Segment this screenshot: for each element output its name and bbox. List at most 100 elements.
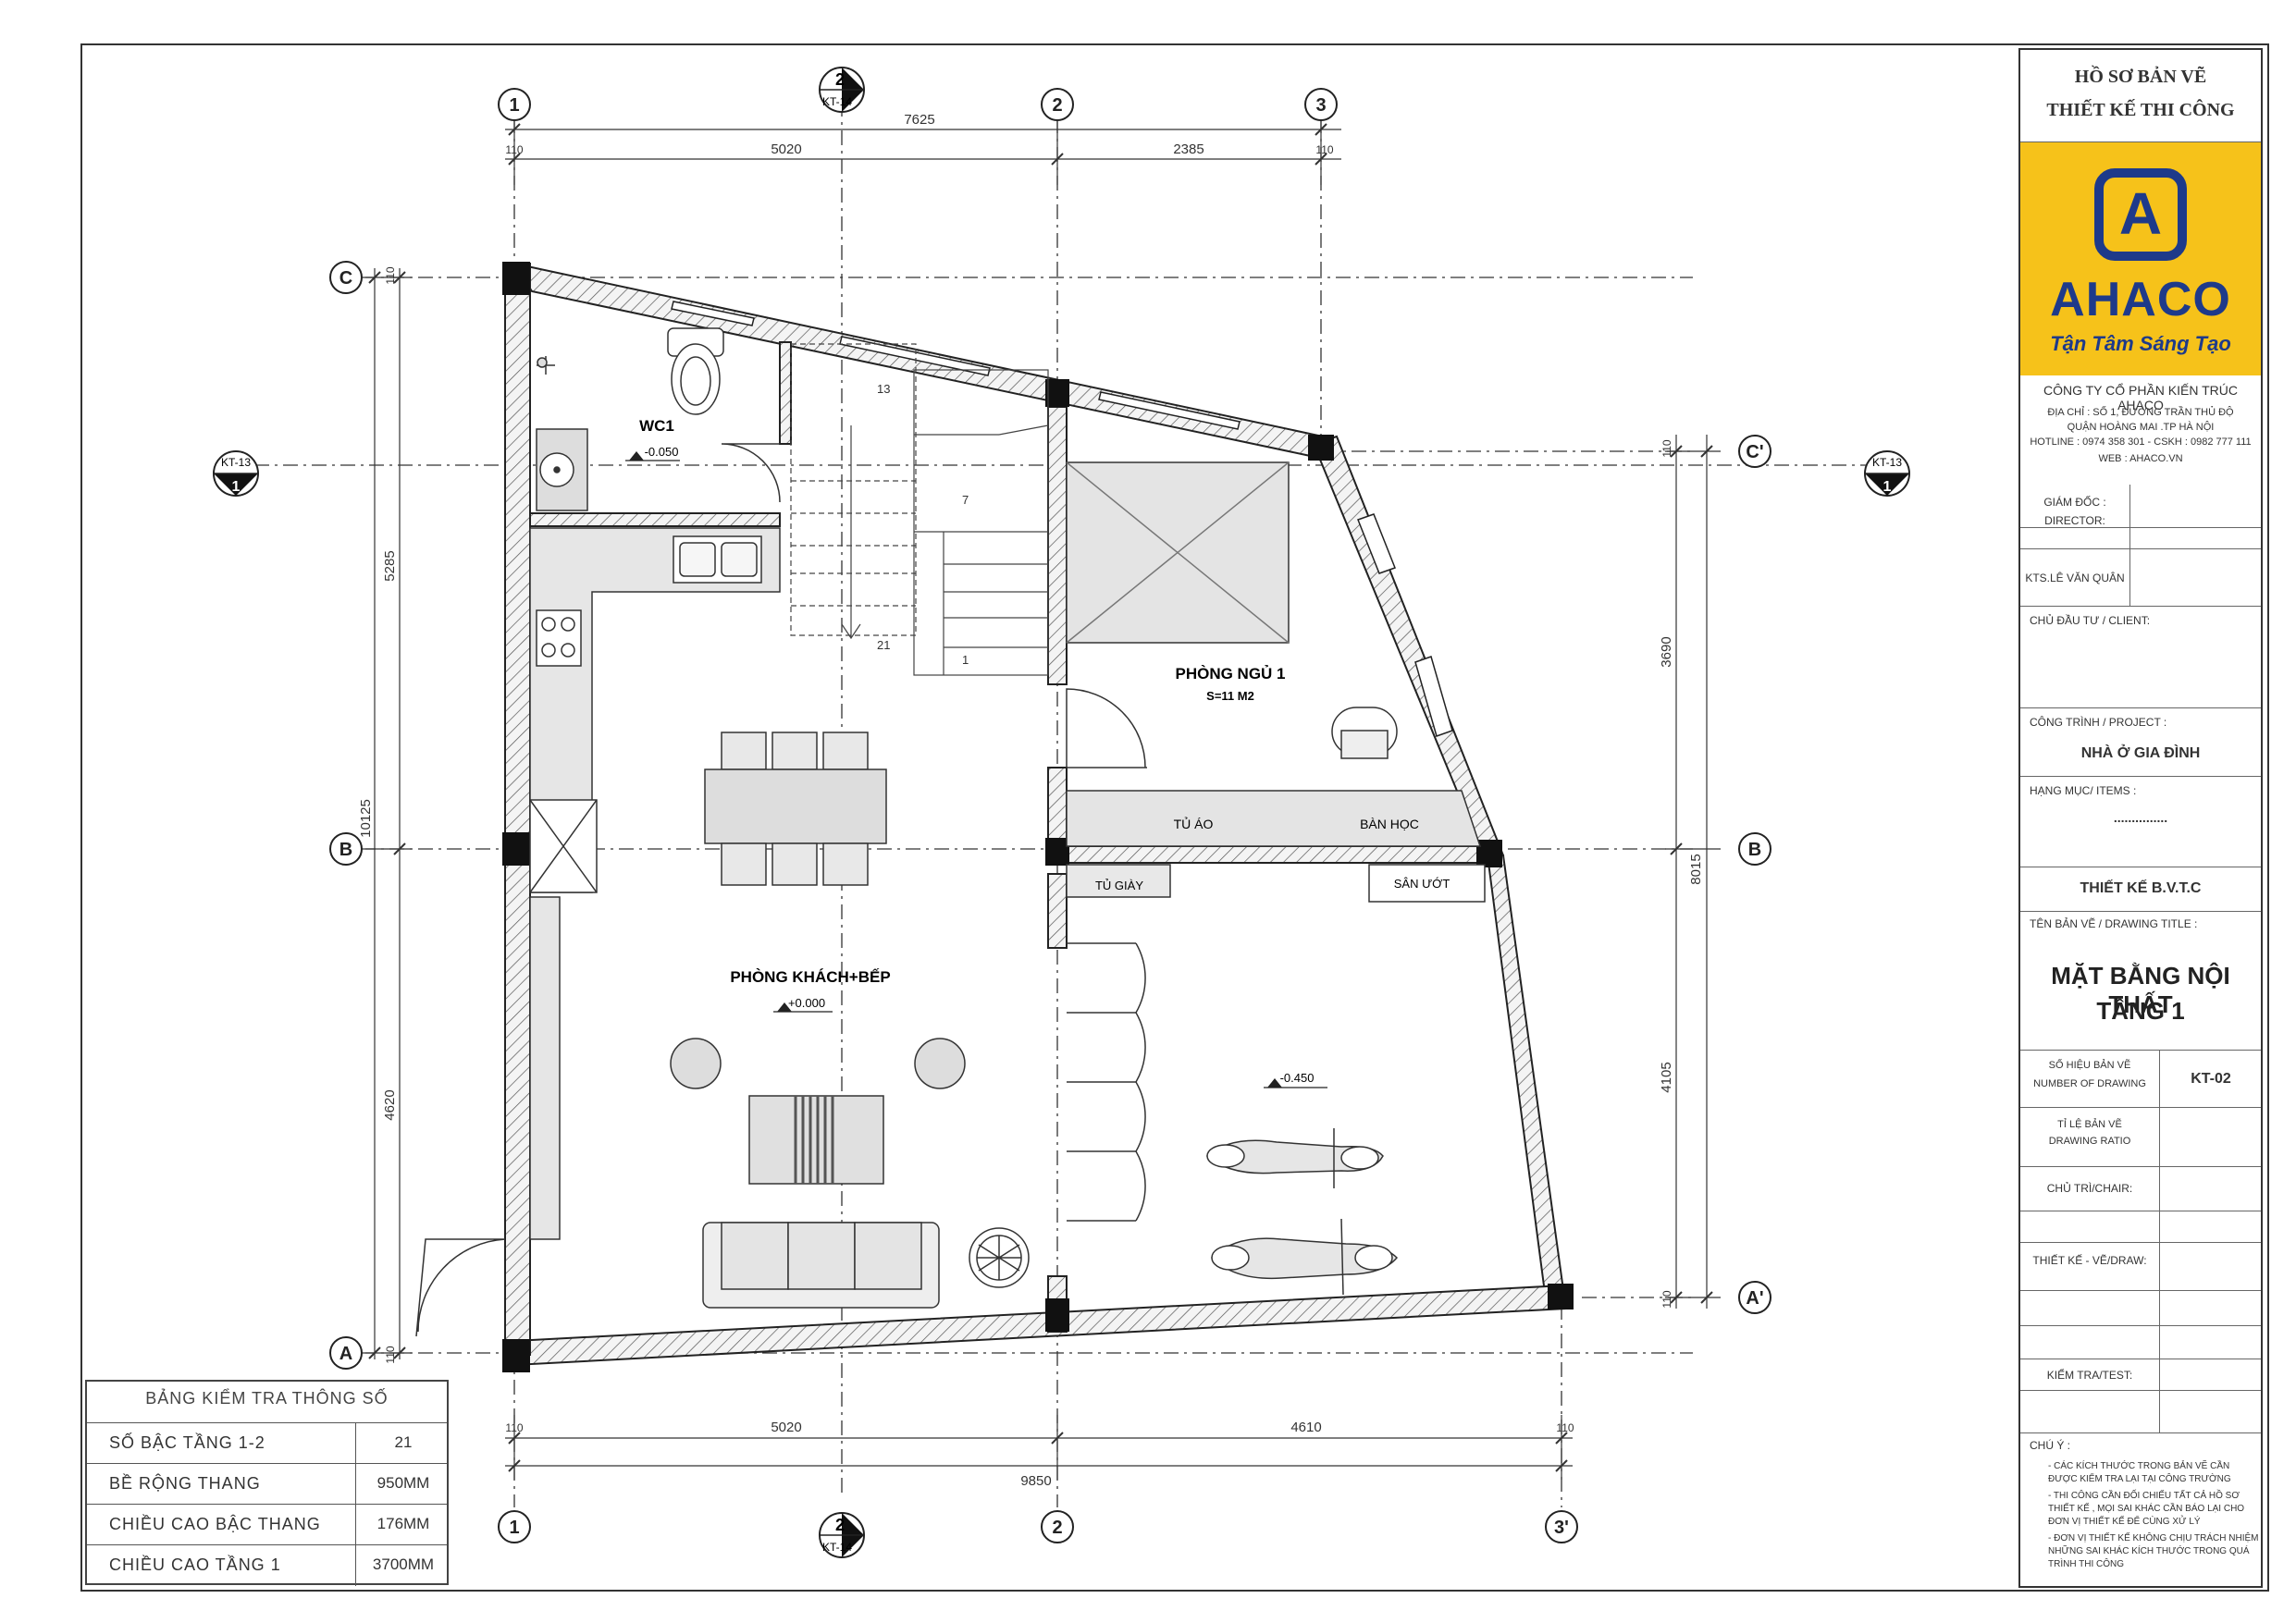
param-value: 950MM <box>376 1474 430 1492</box>
dim-top-overall: 7625 <box>904 112 934 128</box>
dim-top-edge2: 110 <box>1315 143 1333 156</box>
director-name-row: KTS.LÊ VĂN QUÂN <box>2020 549 2261 607</box>
grid-label-bottom-2: 2 <box>1052 1518 1062 1538</box>
ratio-label-1: TỈ LỆ BẢN VẼ <box>2057 1119 2122 1130</box>
title-block: HỒ SƠ BẢN VẼ THIẾT KẾ THI CÔNG A AHACO T… <box>2018 48 2263 1588</box>
company-address-2: QUẬN HOÀNG MAI .TP HÀ NỘI <box>2067 422 2215 433</box>
header-line-2: THIẾT KẾ THI CÔNG <box>2046 100 2235 120</box>
dim-top-right: 2385 <box>1173 141 1204 157</box>
chair-label: CHỦ TRÌ/CHAIR: <box>2046 1182 2133 1195</box>
motorbike-1 <box>1205 1128 1384 1188</box>
notes-label: CHÚ Ý : <box>2030 1439 2071 1452</box>
wc-door <box>721 443 781 503</box>
number-label-2: NUMBER OF DRAWING <box>2033 1078 2146 1089</box>
title-block-header: HỒ SƠ BẢN VẼ THIẾT KẾ THI CÔNG <box>2020 50 2261 142</box>
svg-text:KT-14: KT-14 <box>822 95 852 108</box>
client-label: CHỦ ĐẦU TƯ / CLIENT: <box>2030 614 2151 627</box>
section-marker-left: KT-13 1 <box>213 450 259 497</box>
dimension-ticks <box>368 123 1713 1472</box>
svg-text:KT-13: KT-13 <box>1872 456 1902 469</box>
dim-right-edge2: 110 <box>1660 1290 1673 1308</box>
ratio-label-2: DRAWING RATIO <box>2048 1136 2131 1147</box>
grid-label-left-a: A <box>339 1344 352 1364</box>
param-label: CHIỀU CAO BẬC THANG <box>109 1515 321 1533</box>
stairs <box>790 343 1049 676</box>
drawing-title-label: TÊN BẢN VẼ / DRAWING TITLE : <box>2030 917 2198 930</box>
grid-label-right-a: A' <box>1746 1288 1763 1309</box>
grid-bubbles <box>329 88 1771 1543</box>
dim-top-edge1: 110 <box>505 143 523 156</box>
motorbike-2 <box>1210 1218 1399 1296</box>
note-line: - CÁC KÍCH THƯỚC TRONG BẢN VẼ CẦN <box>2048 1461 2230 1471</box>
project-name: NHÀ Ở GIA ĐÌNH <box>2080 745 2201 761</box>
param-label: SỐ BẬC TẦNG 1-2 <box>109 1433 265 1452</box>
drawing-number: KT-02 <box>2191 1071 2231 1087</box>
dim-left-edge1: 110 <box>384 266 397 284</box>
dim-right-top: 3690 <box>1659 636 1674 667</box>
label-drying: SÂN ƯỚT <box>1394 877 1450 891</box>
table-row: CHIỀU CAO TẦNG 1 3700MM <box>87 1544 447 1586</box>
dim-left-edge2: 110 <box>384 1346 397 1363</box>
company-logo: A AHACO Tận Tâm Sáng Tạo <box>2020 142 2261 375</box>
draw-label: THIẾT KẾ - VẼ/DRAW: <box>2032 1254 2147 1267</box>
svg-text:-0.450: -0.450 <box>1280 1071 1315 1085</box>
note-line: - ĐƠN VỊ THIẾT KẾ KHÔNG CHỊU TRÁCH NHIỆM <box>2048 1533 2259 1543</box>
drawing-title-line-1: MẶT BẰNG NỘI THẤT <box>2051 962 2230 1018</box>
table-row: CHIỀU CAO BẬC THANG 176MM <box>87 1504 447 1545</box>
dim-bottom-edge1: 110 <box>505 1421 523 1434</box>
shoe-cabinet <box>1066 864 1171 898</box>
dim-left-top: 5285 <box>382 550 398 581</box>
section-marker-bottom: 2 KT-14 <box>819 1512 865 1558</box>
test-row: KIỂM TRA/TEST: <box>2020 1359 2261 1391</box>
design-phase: THIẾT KẾ B.V.T.C <box>2080 880 2202 896</box>
phase-row: THIẾT KẾ B.V.T.C <box>2020 867 2261 912</box>
grid-label-top-2: 2 <box>1052 95 1062 116</box>
drawing-frame <box>80 43 2269 1592</box>
drawing-number-row: SỐ HIỆU BẢN VẼ NUMBER OF DRAWING KT-02 <box>2020 1051 2261 1108</box>
items-value: ............... <box>2113 810 2168 825</box>
dim-left-overall: 10125 <box>358 799 374 838</box>
logo-slogan: Tận Tâm Sáng Tạo <box>2050 332 2231 355</box>
svg-text:1: 1 <box>232 479 241 495</box>
logo-mark-icon: A <box>2094 168 2187 261</box>
label-wardrobe: TỦ ÁO <box>1174 816 1214 831</box>
svg-text:KT-14: KT-14 <box>822 1541 852 1554</box>
svg-text:-0.050: -0.050 <box>645 445 679 459</box>
parameter-table: BẢNG KIỂM TRA THÔNG SỐ SỐ BẬC TẦNG 1-2 2… <box>85 1380 449 1586</box>
param-value: 176MM <box>376 1515 430 1532</box>
label-shoe-cabinet: TỦ GIÀY <box>1095 879 1143 892</box>
dim-right-edge1: 110 <box>1660 439 1673 457</box>
note-line: NHỮNG SAI KHÁC KÍCH THƯỚC TRONG QUÁ <box>2048 1546 2250 1556</box>
note-line: TRÌNH THI CÔNG <box>2048 1559 2125 1569</box>
table-row: BỀ RỘNG THANG 950MM <box>87 1463 447 1505</box>
director-label-2: DIRECTOR: <box>2044 514 2105 527</box>
dim-bottom-overall: 9850 <box>1020 1473 1051 1489</box>
bedroom-door <box>1066 688 1147 768</box>
grid-label-right-b: B <box>1748 840 1761 860</box>
project-label: CÔNG TRÌNH / PROJECT : <box>2030 716 2167 729</box>
bedroom-furniture <box>1066 461 1486 903</box>
grid-label-bottom-1: 1 <box>509 1518 519 1538</box>
kitchen-counter <box>529 527 781 1240</box>
stair-step-13: 13 <box>877 382 890 396</box>
level-marker-wc: -0.050 <box>625 445 680 461</box>
svg-text:2: 2 <box>835 1516 845 1534</box>
svg-text:KT-13: KT-13 <box>221 456 251 469</box>
chair-row: CHỦ TRÌ/CHAIR: <box>2020 1167 2261 1211</box>
ratio-row: TỈ LỆ BẢN VẼ DRAWING RATIO <box>2020 1108 2261 1167</box>
company-web: WEB : AHACO.VN <box>2098 453 2183 464</box>
stair-step-1: 1 <box>962 653 969 667</box>
dim-bottom-right: 4610 <box>1290 1420 1321 1435</box>
stair-step-21: 21 <box>877 638 890 652</box>
grid-label-top-3: 3 <box>1315 95 1326 116</box>
param-value: 3700MM <box>372 1555 435 1573</box>
header-line-1: HỒ SƠ BẢN VẼ <box>2074 67 2207 87</box>
parameter-table-title: BẢNG KIỂM TRA THÔNG SỐ <box>145 1389 389 1408</box>
grid-label-left-b: B <box>339 840 352 860</box>
columns <box>502 262 1574 1372</box>
living-furniture <box>670 1038 1030 1309</box>
room-area-bedroom: S=11 M2 <box>1206 689 1254 703</box>
grid-label-top-1: 1 <box>509 95 519 116</box>
client-row: CHỦ ĐẦU TƯ / CLIENT: <box>2020 607 2261 708</box>
